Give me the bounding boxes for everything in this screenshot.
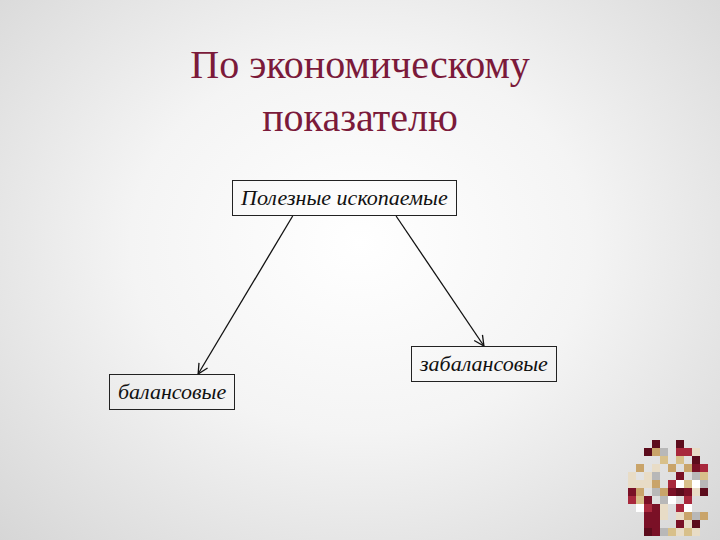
mosaic-tile (636, 480, 644, 488)
mosaic-tile (668, 496, 676, 504)
mosaic-tile (644, 528, 652, 536)
mosaic-tile (636, 504, 644, 512)
mosaic-tile (628, 488, 636, 496)
mosaic-tile (660, 504, 668, 512)
mosaic-tile (660, 488, 668, 496)
mosaic-tile (652, 512, 660, 520)
box-label: Полезные ископаемые (241, 184, 448, 212)
mosaic-tile (676, 512, 684, 520)
mosaic-tile (660, 528, 668, 536)
mosaic-tile (668, 528, 676, 536)
mosaic-tile (692, 488, 700, 496)
mosaic-tile (692, 448, 700, 456)
mosaic-tile (652, 520, 660, 528)
mosaic-tile (668, 488, 676, 496)
category-box: балансовые (109, 374, 235, 410)
mosaic-tile (644, 472, 652, 480)
mosaic-tile (652, 528, 660, 536)
mosaic-tile (676, 528, 684, 536)
mosaic-tile (628, 480, 636, 488)
slide-title: По экономическому показателю (160, 38, 560, 144)
mosaic-tile (652, 448, 660, 456)
mosaic-tile (684, 512, 692, 520)
mosaic-tile (636, 496, 644, 504)
mosaic-tile (692, 512, 700, 520)
mosaic-tile (684, 520, 692, 528)
mosaic-tile (692, 520, 700, 528)
mosaic-tile (652, 488, 660, 496)
mosaic-tile (692, 456, 700, 464)
mosaic-tile (644, 504, 652, 512)
mosaic-tile (676, 440, 684, 448)
mosaic-tile (700, 480, 708, 488)
mosaic-tile (692, 472, 700, 480)
mosaic-tile (676, 488, 684, 496)
mosaic-tile (652, 504, 660, 512)
mosaic-tile (660, 512, 668, 520)
category-box: забалансовые (411, 346, 557, 382)
mosaic-tile (692, 528, 700, 536)
mosaic-tile (700, 488, 708, 496)
mosaic-tile (652, 440, 660, 448)
mosaic-tile (644, 448, 652, 456)
mosaic-tile (700, 464, 708, 472)
mosaic-tile (684, 528, 692, 536)
mosaic-tile (668, 480, 676, 488)
mosaic-tile (636, 464, 644, 472)
box-label: забалансовые (420, 350, 548, 378)
mosaic-tile (684, 464, 692, 472)
mosaic-tile (636, 488, 644, 496)
mosaic-tile (644, 520, 652, 528)
mosaic-tile (644, 480, 652, 488)
mosaic-tile (660, 496, 668, 504)
mosaic-tile (700, 472, 708, 480)
mosaic-tile (660, 448, 668, 456)
mosaic-tile (700, 512, 708, 520)
mosaic-tile (652, 464, 660, 472)
mosaic-tile (692, 480, 700, 488)
mosaic-tile (684, 488, 692, 496)
mosaic-tile (652, 480, 660, 488)
category-box: Полезные ископаемые (232, 180, 457, 216)
mosaic-tile (660, 456, 668, 464)
mosaic-tile (684, 496, 692, 504)
mosaic-tile (628, 472, 636, 480)
mosaic-tile (676, 504, 684, 512)
mosaic-tile (676, 448, 684, 456)
mosaic-tile (676, 472, 684, 480)
mosaic-tile (644, 496, 652, 504)
mosaic-tile (676, 456, 684, 464)
mosaic-tile (628, 496, 636, 504)
arrow-connector (396, 216, 484, 346)
arrow-connector (198, 216, 293, 374)
mosaic-tile (676, 480, 684, 488)
mosaic-tile (652, 472, 660, 480)
mosaic-tile (644, 512, 652, 520)
mosaic-tile (668, 464, 676, 472)
mosaic-tile (684, 504, 692, 512)
mosaic-tile (676, 520, 684, 528)
mosaic-tile (684, 448, 692, 456)
mosaic-tile (692, 464, 700, 472)
mosaic-tile (684, 480, 692, 488)
box-label: балансовые (118, 378, 226, 406)
